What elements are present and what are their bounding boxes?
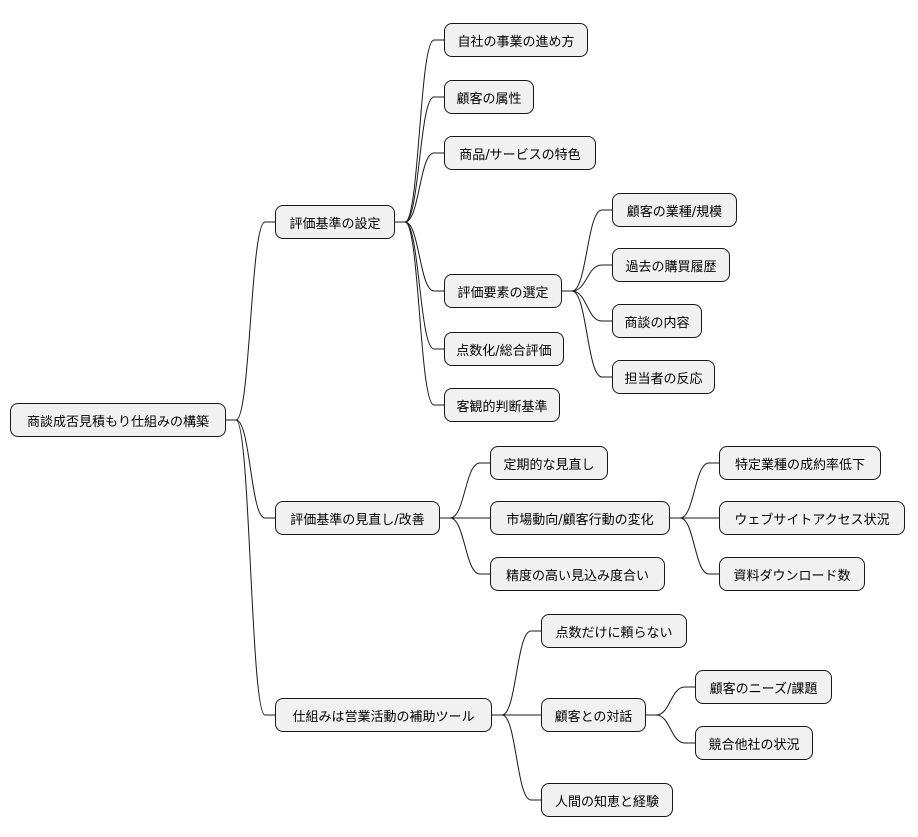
connector-root-tool xyxy=(226,419,275,716)
leaf-rate-node: 特定業種の成約率低下 xyxy=(719,446,881,480)
root-node: 商談成否見積もり仕組みの構築 xyxy=(10,403,226,437)
connector-criteria-elements xyxy=(395,221,444,292)
connector-criteria-scoring xyxy=(395,221,444,350)
connector-elements-industry xyxy=(562,209,612,292)
branch-review-node: 評価基準の見直し/改善 xyxy=(275,501,440,535)
sub-market-node: 市場動向/顧客行動の変化 xyxy=(490,501,670,535)
connector-dialogue-needs xyxy=(646,686,695,716)
connector-review-periodic xyxy=(440,462,490,519)
leaf-human-node: 人間の知恵と経験 xyxy=(541,783,673,817)
leaf-needs-node: 顧客のニーズ/課題 xyxy=(695,670,832,704)
leaf-scoring-node: 点数化/総合評価 xyxy=(444,332,564,366)
connector-criteria-process xyxy=(395,39,444,223)
leaf-process-node: 自社の事業の進め方 xyxy=(444,23,588,57)
connector-root-review xyxy=(226,419,275,519)
leaf-not-only-node: 点数だけに頼らない xyxy=(541,614,687,648)
sub-elements-node: 評価要素の選定 xyxy=(444,274,562,308)
leaf-industry-node: 顧客の業種/規模 xyxy=(612,193,737,227)
leaf-precision-node: 精度の高い見込み度合い xyxy=(490,557,665,591)
leaf-periodic-node: 定期的な見直し xyxy=(490,446,608,480)
leaf-access-node: ウェブサイトアクセス状況 xyxy=(719,501,905,535)
connector-market-downloads xyxy=(670,517,719,575)
branch-tool-node: 仕組みは営業活動の補助ツール xyxy=(275,698,492,732)
sub-dialogue-node: 顧客との対話 xyxy=(541,698,646,732)
leaf-competition-node: 競合他社の状況 xyxy=(695,726,813,760)
leaf-reaction-node: 担当者の反応 xyxy=(612,360,715,394)
connector-root-criteria xyxy=(226,221,275,421)
connector-criteria-features xyxy=(395,152,444,223)
connector-market-rate xyxy=(670,462,719,519)
leaf-history-node: 過去の購買履歴 xyxy=(612,248,730,282)
connector-review-precision xyxy=(440,517,490,575)
branch-criteria-node: 評価基準の設定 xyxy=(275,205,395,239)
leaf-objective-node: 客観的判断基準 xyxy=(444,388,560,422)
leaf-features-node: 商品/サービスの特色 xyxy=(444,136,596,170)
connector-elements-history xyxy=(562,264,612,292)
connector-criteria-objective xyxy=(395,221,444,406)
connector-elements-reaction xyxy=(562,290,612,378)
connector-criteria-attributes xyxy=(395,96,444,223)
leaf-content-node: 商談の内容 xyxy=(612,304,702,338)
connector-elements-content xyxy=(562,290,612,322)
leaf-downloads-node: 資料ダウンロード数 xyxy=(719,557,865,591)
connector-tool-notonly xyxy=(492,630,541,716)
connector-tool-human xyxy=(492,714,541,801)
leaf-attributes-node: 顧客の属性 xyxy=(444,80,534,114)
connector-dialogue-competition xyxy=(646,714,695,744)
